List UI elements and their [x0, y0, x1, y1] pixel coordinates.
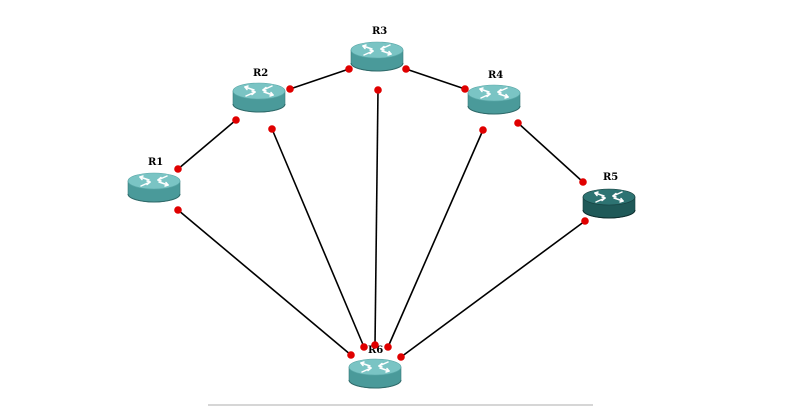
router-icon — [232, 82, 286, 113]
port-dot-r5-to-r6[interactable] — [581, 217, 589, 225]
port-dot-r6-to-r1[interactable] — [347, 351, 355, 359]
link-r1-r2[interactable] — [177, 119, 237, 170]
port-dot-r3-to-r4[interactable] — [402, 65, 410, 73]
router-r2[interactable] — [232, 82, 286, 113]
port-dot-r5-to-r4[interactable] — [579, 178, 587, 186]
router-icon — [582, 188, 636, 219]
router-r5[interactable] — [582, 188, 636, 219]
router-label-r1: R1 — [148, 157, 163, 168]
port-dot-r4-to-r5[interactable] — [514, 119, 522, 127]
router-label-r4: R4 — [488, 70, 503, 81]
router-icon — [350, 41, 404, 72]
port-dot-r1-to-r2[interactable] — [174, 165, 182, 173]
router-icon — [348, 358, 402, 389]
port-dot-r6-to-r5[interactable] — [397, 353, 405, 361]
router-r3[interactable] — [350, 41, 404, 72]
link-r4-r5[interactable] — [517, 122, 584, 183]
router-icon — [467, 84, 521, 115]
link-r2-r6[interactable] — [271, 128, 365, 348]
router-icon — [127, 172, 181, 203]
router-label-r5: R5 — [603, 172, 618, 183]
router-r6[interactable] — [348, 358, 402, 389]
link-r3-r4[interactable] — [405, 68, 466, 90]
router-r1[interactable] — [127, 172, 181, 203]
port-dot-r6-to-r3[interactable] — [371, 341, 379, 349]
port-dot-r4-to-r6[interactable] — [479, 126, 487, 134]
port-dot-r6-to-r2[interactable] — [360, 343, 368, 351]
router-r4[interactable] — [467, 84, 521, 115]
link-r3-r6[interactable] — [374, 89, 379, 346]
port-dot-r1-to-r6[interactable] — [174, 206, 182, 214]
router-label-r2: R2 — [253, 68, 268, 79]
port-dot-r2-to-r6[interactable] — [268, 125, 276, 133]
router-label-r3: R3 — [372, 26, 387, 37]
link-r2-r3[interactable] — [289, 68, 350, 90]
port-dot-r6-to-r4[interactable] — [384, 343, 392, 351]
port-dot-r3-to-r6[interactable] — [374, 86, 382, 94]
link-r5-r6[interactable] — [400, 220, 586, 358]
canvas-bottom-divider — [208, 404, 593, 406]
port-dot-r2-to-r1[interactable] — [232, 116, 240, 124]
link-r1-r6[interactable] — [177, 209, 352, 356]
link-r4-r6[interactable] — [387, 129, 484, 348]
port-dot-r4-to-r3[interactable] — [461, 85, 469, 93]
links-layer — [177, 68, 586, 358]
ports-layer — [174, 65, 589, 361]
router-label-r6: R6 — [368, 345, 383, 356]
port-dot-r2-to-r3[interactable] — [286, 85, 294, 93]
port-dot-r3-to-r2[interactable] — [345, 65, 353, 73]
